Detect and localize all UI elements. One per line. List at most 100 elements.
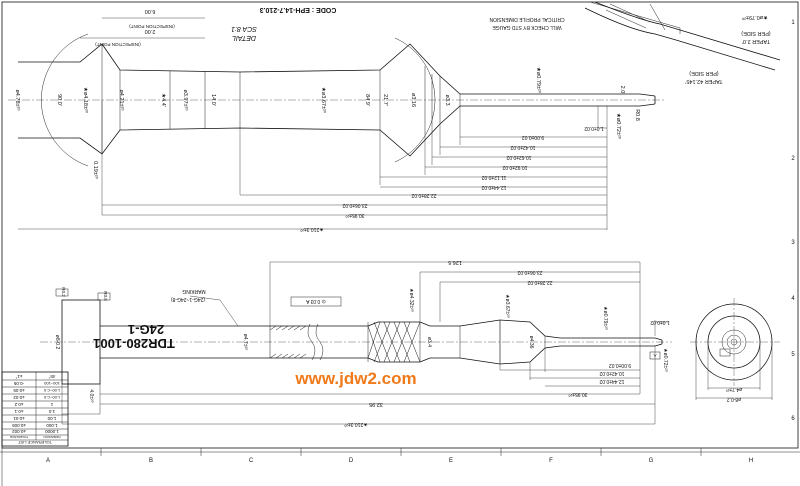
end-dim-d47: ø4.7±²⁰ xyxy=(726,386,742,392)
main-dim-d436: ø4.36 xyxy=(528,336,534,349)
detail-dim-d072: ★ø0.72±²⁰ xyxy=(615,113,622,140)
main-dim-3095: 30.95±²⁰ xyxy=(569,391,588,397)
detail-dim-d418: ★ø4.18±²⁰ xyxy=(82,87,89,114)
marking-text-2: 24G-1 xyxy=(128,322,164,337)
main-dim-d367: ★ø3.67±²⁰ xyxy=(504,294,510,318)
main-r08: R0.8 xyxy=(103,291,108,301)
detail-dim-r08: R0.8 xyxy=(634,109,640,121)
detail-dim-2306: 23.06±0.02 xyxy=(342,202,367,208)
critical-note-1: CRITICAL PROFILE DIMENSION xyxy=(489,16,564,22)
code-label: CODE : EPH-14.7-210.3 xyxy=(260,6,337,13)
detail-scale: SCA 8:1 xyxy=(231,25,257,32)
border-row-4: 4 xyxy=(791,296,795,302)
detail-dim-900: 9.00±0.02 xyxy=(522,134,544,140)
tolerance-row-tol: ±0.1 xyxy=(14,409,23,414)
main-dim-d072: ★ø0.72±²⁰ xyxy=(662,348,668,372)
tolerance-header-tol: TOLERANCE xyxy=(10,435,28,439)
marking-text-1: TDR280-1001 xyxy=(93,336,175,351)
border-col-f: F xyxy=(549,458,553,464)
detail-view xyxy=(8,17,665,230)
detail-dim-1244: 12.44±0.02 xyxy=(481,184,506,190)
tolerance-table: TOLERANCE LIST DIMENSION TOLERANCE 1.000… xyxy=(1,371,69,447)
main-dim-1265: 126.5 xyxy=(448,259,462,265)
detail-dim-14: 14.0' xyxy=(210,94,216,106)
critical-note-2: WILL CHECK BY STD GAUGE xyxy=(492,24,562,30)
detail-notes: CODE : EPH-14.7-210.3 DETAIL SCA 8:1 (IN… xyxy=(95,6,565,47)
detail-title: DETAIL xyxy=(232,34,256,41)
tolerance-header-dim: DIMENSION xyxy=(43,435,60,439)
watermark: www.jdw2.com xyxy=(294,369,416,388)
main-dim-d432: ★ø4.32±²⁰ xyxy=(408,288,414,312)
taper-a-line1: TAPER 2.0' xyxy=(742,38,770,44)
detail-dim-90: 90.0' xyxy=(56,94,62,106)
main-dim-2103: ★210.3±²⁰ xyxy=(344,421,367,427)
detail-dim-d079: ★ø0.79±²⁰ xyxy=(535,67,542,94)
inspection-point: (INSPECTION POINT) xyxy=(95,42,141,47)
detail-dim-200: 2.00 xyxy=(145,28,156,34)
tolerance-row-tol: ±0.02 xyxy=(13,395,25,400)
detail-dim-217: 21.7' xyxy=(382,94,388,106)
border-col-g: G xyxy=(649,458,654,464)
taper-a-line2: (PER SIDE) xyxy=(741,30,771,36)
detail-dim-10: 1.0±0.02 xyxy=(584,125,604,131)
main-dim-1244: 12.44±0.02 xyxy=(599,378,624,384)
marking-label: MARKING xyxy=(182,288,205,294)
border-col-a: A xyxy=(46,458,50,464)
tolerance-row-tol: ±0.01 xyxy=(13,416,25,421)
detail-dim-3095: 30.95±²⁰ xyxy=(346,212,365,218)
tolerance-row-dim: 1.0000 xyxy=(45,429,59,434)
detail-dim-2103: ★210.3±²⁰ xyxy=(300,226,323,232)
main-dim-40: 4.0±²⁰ xyxy=(88,389,94,402)
tolerance-row-tol: ±0.2 xyxy=(14,402,23,407)
main-dimensions: 126.5 23.06±0.02 22.28±0.02 12.44±0.02 1… xyxy=(54,259,670,427)
tolerance-row-dim: 1 xyxy=(50,402,53,407)
main-view xyxy=(40,261,731,425)
tolerance-title: TOLERANCE LIST xyxy=(17,440,51,445)
tolerance-row-dim: 1.0 xyxy=(48,409,55,414)
detail-dim-1092: 10.92±0.02 xyxy=(502,164,527,170)
tip-callout: ★ø0.79±²⁰ TAPER 2.0' (PER SIDE) TAPER 42… xyxy=(584,1,781,84)
tolerance-row-dim: 45° xyxy=(48,374,55,379)
tolerance-row-dim: 1.00 xyxy=(47,416,56,421)
knurl-hatch xyxy=(269,321,421,363)
border-row-5: 5 xyxy=(791,352,795,358)
detail-dim-d397: ø3.97±²⁰ xyxy=(182,89,189,111)
tolerance-row-dim: 100~100 xyxy=(43,381,59,386)
end-dim-d8: ø8-0.2 xyxy=(727,396,742,402)
main-dim-2306: 23.06±0.02 xyxy=(517,269,542,275)
detail-dim-2deg: 2.0' xyxy=(619,86,625,95)
border-row-3: 3 xyxy=(791,240,795,246)
detail-dimensions: ø4.78±²⁰ 90.0' ★ø4.18±²⁰ ø4.21±²⁰ ★4.4' … xyxy=(14,8,640,232)
main-dim-d079: ★ø0.79±²⁰ xyxy=(602,306,608,330)
tolerance-row-dim: 1.00~C.0 xyxy=(43,395,60,400)
tolerance-row-dim: 1.00~C.0 xyxy=(43,388,60,393)
taper-b-line1: TAPER 42.145' xyxy=(685,78,722,84)
detail-dim-1062: 10.62±0.02 xyxy=(506,154,531,160)
main-dim-d8: ø8-0.2 xyxy=(54,335,60,350)
tolerance-row-tol: ±1° xyxy=(15,374,22,379)
main-frame-tag: ⊙ 0.03 A xyxy=(305,298,325,304)
main-dim-900: 9.00±0.02 xyxy=(609,362,631,368)
detail-dim-1112: 11.12±0.02 xyxy=(481,174,506,180)
border-col-c: C xyxy=(249,458,254,464)
border-col-d: D xyxy=(349,458,354,464)
main-dim-d34: ø3.4 xyxy=(426,337,432,347)
tolerance-row-tol: ±0.005 xyxy=(12,423,26,428)
detail-dim-d367: ★ø3.67±²⁰ xyxy=(320,87,327,114)
border-row-6: 6 xyxy=(791,416,795,422)
inspection-point-top: (INSPECTION POINT) xyxy=(129,24,175,29)
detail-dim-600: 6.00 xyxy=(145,8,156,14)
detail-dim-1042: 10.42±0.02 xyxy=(510,144,535,150)
end-view: ø4.7±²⁰ ø8-0.2 xyxy=(690,298,780,402)
main-r02-a: R0.2 xyxy=(61,287,66,297)
detail-dim-d33: ø3.3 xyxy=(444,94,450,105)
detail-dim-d478: ø4.78±²⁰ xyxy=(14,89,21,111)
border-col-h: H xyxy=(749,458,753,464)
border-col-b: B xyxy=(149,458,153,464)
main-flag-a: A xyxy=(653,353,656,358)
detail-dim-d421: ø4.21±²⁰ xyxy=(118,89,125,111)
marking-range: (24G-1~24G-8) xyxy=(171,296,205,302)
tolerance-row-dim: 1.000 xyxy=(46,423,58,428)
